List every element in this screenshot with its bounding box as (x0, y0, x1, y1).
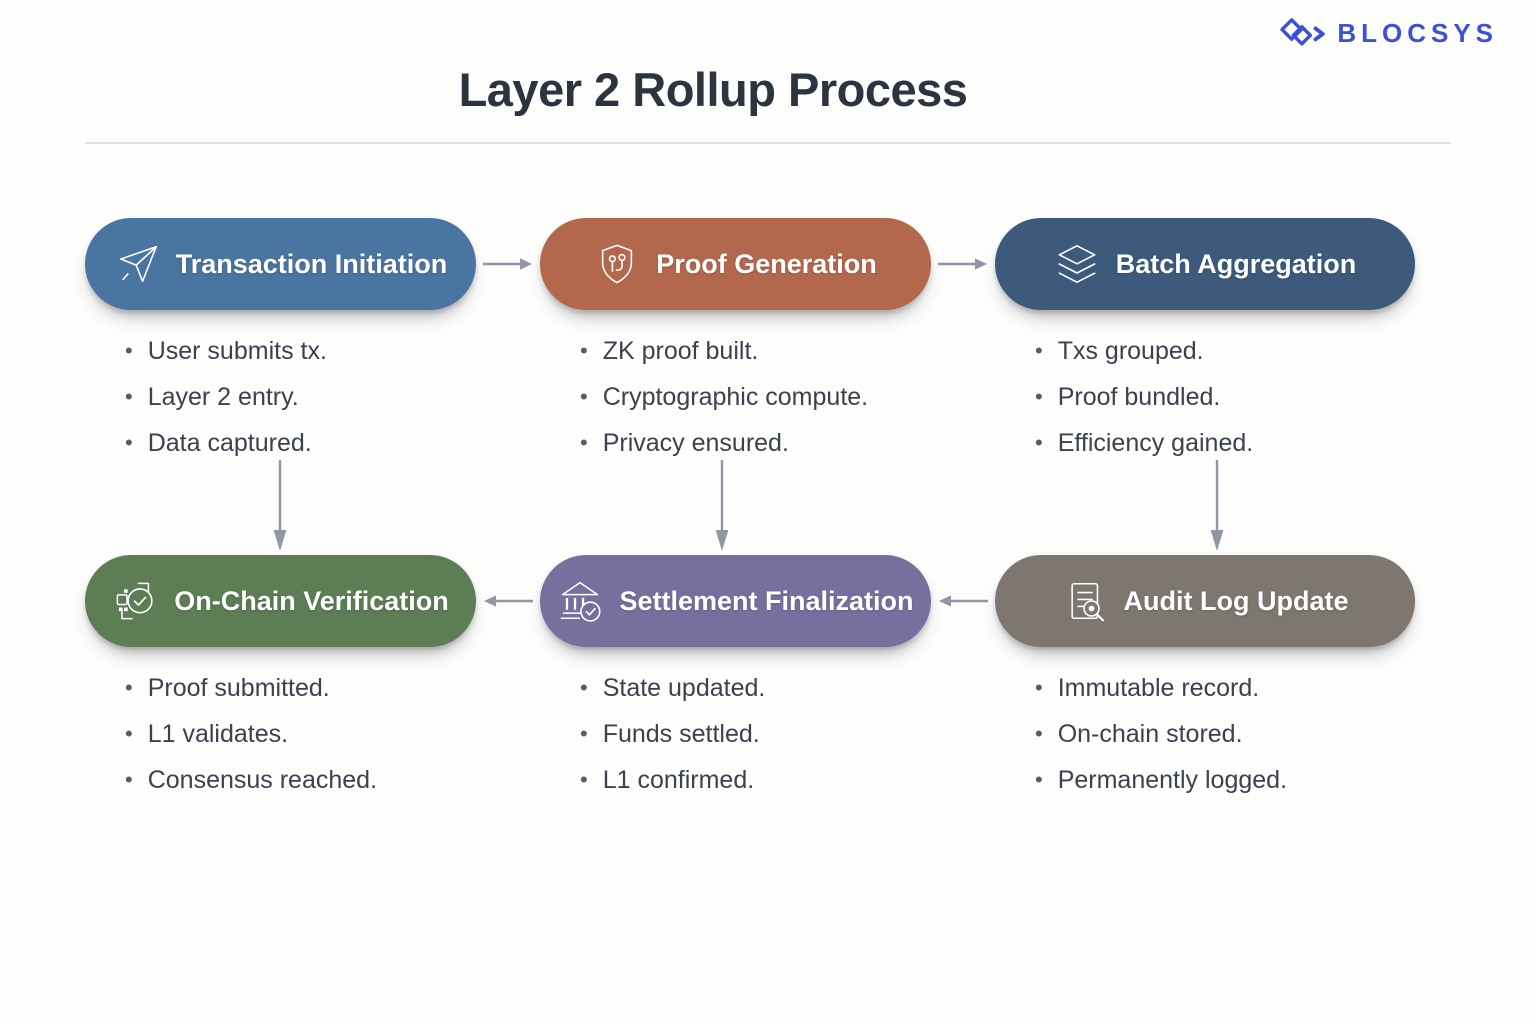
bullet-dot: • (580, 721, 588, 746)
bullet-dot: • (125, 338, 133, 363)
bullet-item: • L1 validates. (125, 711, 476, 757)
bullet-item: • Funds settled. (580, 711, 931, 757)
arrow-down-icon (1207, 460, 1227, 552)
stage-bullets: • User submits tx. • Layer 2 entry. • Data … (85, 328, 476, 466)
stage-pill: Settlement Finalization (540, 555, 931, 647)
bullet-text: On-chain stored. (1057, 719, 1243, 748)
bullet-item: • Proof bundled. (1035, 374, 1415, 420)
bullet-text: Immutable record. (1057, 673, 1260, 702)
bullet-text: Permanently logged. (1057, 765, 1288, 794)
stage-label: On-Chain Verification (174, 585, 449, 616)
blocsys-diamonds-icon (1280, 18, 1326, 46)
stage-audit-log-update: Audit Log Update • Immutable record. • On-… (995, 555, 1415, 803)
bullet-dot: • (1035, 384, 1043, 409)
bullet-item: • Proof submitted. (125, 665, 476, 711)
bullet-dot: • (580, 767, 588, 792)
bullet-dot: • (580, 430, 588, 455)
stage-pill: Batch Aggregation (995, 218, 1415, 310)
bullet-dot: • (1035, 721, 1043, 746)
stage-label: Transaction Initiation (175, 248, 448, 279)
stage-transaction-initiation: Transaction Initiation • User submits tx.… (85, 218, 476, 466)
bullet-dot: • (125, 384, 133, 409)
brand-name: BLOCSYS (1337, 17, 1498, 48)
stage-batch-aggregation: Batch Aggregation • Txs grouped. • Proof b… (995, 218, 1415, 466)
stage-on-chain-verification: On-Chain Verification • Proof submitted. … (85, 555, 476, 803)
bullet-text: Data captured. (147, 428, 312, 457)
bullet-item: • Data captured. (125, 420, 476, 466)
arrow-down-icon (270, 460, 290, 552)
bullet-dot: • (125, 675, 133, 700)
bullet-item: • Privacy ensured. (580, 420, 931, 466)
paper-plane-icon (114, 241, 160, 287)
arrow-right-icon (482, 255, 534, 273)
bullet-text: Cryptographic compute. (602, 382, 869, 411)
bullet-item: • Efficiency gained. (1035, 420, 1415, 466)
stage-bullets: • Proof submitted. • L1 validates. • Consen… (85, 665, 476, 803)
bullet-text: Layer 2 entry. (147, 382, 299, 411)
bullet-text: Proof bundled. (1057, 382, 1221, 411)
arrow-right-icon (937, 255, 989, 273)
shield-circuit-icon (594, 241, 640, 287)
bullet-dot: • (1035, 338, 1043, 363)
bullet-item: • User submits tx. (125, 328, 476, 374)
bullet-text: Funds settled. (602, 719, 760, 748)
bullet-text: Consensus reached. (147, 765, 378, 794)
bullet-dot: • (1035, 430, 1043, 455)
stage-label: Batch Aggregation (1115, 248, 1357, 279)
bullet-text: ZK proof built. (602, 336, 759, 365)
stage-label: Proof Generation (656, 248, 877, 279)
stage-bullets: • State updated. • Funds settled. • L1 conf… (540, 665, 931, 803)
bullet-text: State updated. (602, 673, 766, 702)
bullet-text: Efficiency gained. (1057, 428, 1254, 457)
bullet-text: Txs grouped. (1057, 336, 1204, 365)
bullet-text: L1 validates. (147, 719, 289, 748)
stage-bullets: • Immutable record. • On-chain stored. • Pe… (995, 665, 1415, 803)
stage-label: Settlement Finalization (619, 585, 914, 616)
bullet-dot: • (125, 767, 133, 792)
bank-check-icon (557, 578, 603, 624)
arrow-down-icon (712, 460, 732, 552)
bullet-item: • Cryptographic compute. (580, 374, 931, 420)
bullet-item: • Immutable record. (1035, 665, 1415, 711)
brand-logo: BLOCSYS (1277, 16, 1498, 50)
stage-pill: Transaction Initiation (85, 218, 476, 310)
stage-pill: Proof Generation (540, 218, 931, 310)
bullet-text: User submits tx. (147, 336, 327, 365)
bullet-item: • Permanently logged. (1035, 757, 1415, 803)
stage-label: Audit Log Update (1123, 585, 1349, 616)
layers-stack-icon (1054, 241, 1100, 287)
page-title: Layer 2 Rollup Process (458, 63, 968, 116)
arrow-left-icon (937, 592, 989, 610)
bullet-item: • ZK proof built. (580, 328, 931, 374)
stage-pill: On-Chain Verification (85, 555, 476, 647)
document-search-icon (1062, 578, 1108, 624)
bullet-item: • State updated. (580, 665, 931, 711)
bullet-dot: • (580, 675, 588, 700)
bullet-text: L1 confirmed. (602, 765, 755, 794)
bullet-item: • Consensus reached. (125, 757, 476, 803)
bullet-item: • L1 confirmed. (580, 757, 931, 803)
bullet-dot: • (125, 721, 133, 746)
bullet-dot: • (125, 430, 133, 455)
bullet-item: • On-chain stored. (1035, 711, 1415, 757)
bullet-dot: • (1035, 675, 1043, 700)
blocks-check-icon (112, 578, 158, 624)
bullet-dot: • (1035, 767, 1043, 792)
stage-proof-generation: Proof Generation • ZK proof built. • Crypt… (540, 218, 931, 466)
bullet-text: Privacy ensured. (602, 428, 789, 457)
bullet-item: • Txs grouped. (1035, 328, 1415, 374)
bullet-dot: • (580, 384, 588, 409)
bullet-text: Proof submitted. (147, 673, 330, 702)
stage-bullets: • Txs grouped. • Proof bundled. • Efficienc… (995, 328, 1415, 466)
bullet-item: • Layer 2 entry. (125, 374, 476, 420)
arrow-left-icon (482, 592, 534, 610)
stage-bullets: • ZK proof built. • Cryptographic compute.… (540, 328, 931, 466)
stage-settlement-finalization: Settlement Finalization • State updated. … (540, 555, 931, 803)
stage-pill: Audit Log Update (995, 555, 1415, 647)
bullet-dot: • (580, 338, 588, 363)
title-divider (85, 142, 1451, 144)
